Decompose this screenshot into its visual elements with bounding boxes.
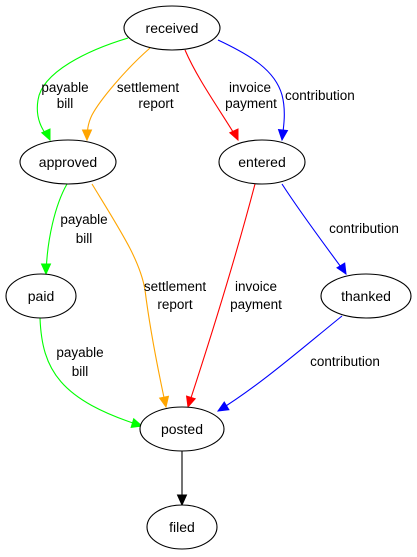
arrowhead-icon <box>185 395 197 409</box>
edge-received-approved-payable <box>36 37 129 142</box>
edge-label-received-entered-invoice: invoice <box>229 80 271 95</box>
arrowhead-icon <box>40 128 51 142</box>
edge-thanked-posted-contribution <box>216 315 343 412</box>
edge-approved-paid-payable <box>40 183 68 276</box>
edge-received-approved-settlement <box>81 47 151 142</box>
edge-approved-posted-settlement <box>91 183 170 409</box>
edge-label-paid-posted-payable: payable <box>56 345 103 360</box>
edge-label-entered-posted-invoice: invoice <box>235 279 277 294</box>
edge-entered-thanked-contribution <box>281 183 347 276</box>
edge-received-entered-contribution <box>217 39 289 142</box>
node-label-entered: entered <box>238 154 285 170</box>
node-label-thanked: thanked <box>341 288 391 304</box>
arrowhead-icon <box>40 263 52 276</box>
node-received: received <box>123 5 221 51</box>
edge-label-approved-posted-settlement: report <box>157 297 193 312</box>
edge-line <box>36 37 129 141</box>
arrowhead-icon <box>176 494 188 507</box>
edge-label-paid-posted-payable: bill <box>72 364 89 379</box>
node-label-approved: approved <box>39 154 97 170</box>
node-label-posted: posted <box>161 421 203 437</box>
edge-line <box>281 183 347 275</box>
node-paid: paid <box>5 273 77 319</box>
arrowhead-icon <box>216 401 230 412</box>
arrowhead-icon <box>277 129 289 142</box>
edge-line <box>217 315 343 412</box>
node-thanked: thanked <box>320 273 412 319</box>
node-label-paid: paid <box>28 288 54 304</box>
edge-label-thanked-posted-contribution: contribution <box>310 354 380 369</box>
arrowhead-icon <box>130 417 144 429</box>
edge-label-entered-posted-invoice: payment <box>230 297 282 312</box>
edge-entered-posted-invoice <box>185 183 256 409</box>
edge-label-approved-paid-payable: bill <box>76 231 93 246</box>
edge-label-approved-paid-payable: payable <box>60 212 107 227</box>
edge-posted-filed <box>176 451 188 507</box>
arrowhead-icon <box>158 395 170 409</box>
node-label-filed: filed <box>169 519 195 535</box>
edge-line <box>217 39 285 141</box>
edge-label-received-approved-payable: payable <box>41 80 88 95</box>
edge-label-received-entered-contribution: contribution <box>285 88 355 103</box>
arrowhead-icon <box>228 128 239 142</box>
edge-labels-layer: payablebillsettlementreportinvoicepaymen… <box>41 80 399 379</box>
edge-line <box>91 183 167 408</box>
edge-line <box>184 49 239 141</box>
edge-line <box>187 183 256 408</box>
edge-label-received-entered-invoice: payment <box>225 96 277 111</box>
edge-label-received-approved-settlement: report <box>138 96 174 111</box>
edge-paid-posted-payable <box>39 317 144 429</box>
node-entered: entered <box>218 139 306 185</box>
edge-line <box>39 317 143 427</box>
arrowhead-icon <box>336 262 347 276</box>
edge-label-received-approved-settlement: settlement <box>117 80 180 95</box>
edge-label-entered-thanked-contribution: contribution <box>329 221 399 236</box>
arrowhead-icon <box>81 129 93 142</box>
edge-label-received-approved-payable: bill <box>57 96 74 111</box>
edge-label-approved-posted-settlement: settlement <box>144 279 207 294</box>
node-label-received: received <box>146 20 199 36</box>
edges-layer <box>36 37 347 507</box>
node-posted: posted <box>139 406 225 452</box>
node-approved: approved <box>19 139 117 185</box>
node-filed: filed <box>146 504 218 550</box>
nodes-layer: received approved entered paid thanked p <box>5 5 412 550</box>
edge-received-entered-invoice <box>184 49 239 142</box>
edge-line <box>45 183 68 275</box>
